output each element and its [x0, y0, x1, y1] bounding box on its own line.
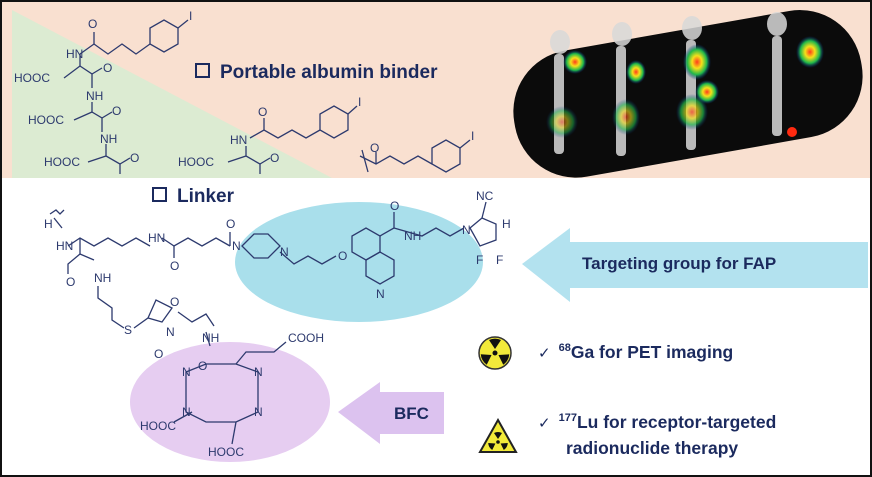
albumin-binder-heading: Portable albumin binder — [195, 62, 437, 84]
svg-text:S: S — [124, 323, 132, 337]
svg-text:HOOC: HOOC — [14, 71, 50, 85]
svg-text:HOOC: HOOC — [208, 445, 244, 459]
svg-text:O: O — [170, 259, 179, 273]
svg-text:NH: NH — [86, 89, 103, 103]
svg-text:N: N — [166, 325, 175, 339]
bfc-ellipse — [130, 342, 330, 462]
molecule-structure: H HN HN O NH O O N N O N O NH N NC H F F… — [44, 189, 511, 459]
svg-text:O: O — [112, 104, 121, 118]
svg-text:I: I — [358, 95, 361, 109]
targeting-arrow — [522, 228, 868, 302]
svg-text:O: O — [154, 347, 163, 361]
check-icon: ✓ — [538, 415, 551, 432]
svg-text:O: O — [370, 141, 379, 155]
checkbox-square-icon — [195, 63, 210, 78]
svg-text:F: F — [476, 253, 483, 267]
svg-text:HOOC: HOOC — [140, 419, 176, 433]
svg-text:I: I — [471, 129, 474, 143]
linker-heading: Linker — [152, 186, 234, 208]
svg-text:F: F — [496, 253, 503, 267]
svg-text:O: O — [390, 199, 399, 213]
checkbox-square-icon — [152, 187, 167, 202]
albumin-binder-structures: O I HN HOOC O NH HOOC O NH HOOC O O I HN… — [14, 9, 474, 174]
svg-text:O: O — [66, 275, 75, 289]
svg-text:O: O — [130, 151, 139, 165]
svg-text:O: O — [88, 17, 97, 31]
svg-text:I: I — [189, 9, 192, 23]
svg-text:HN: HN — [56, 239, 73, 253]
application-radionuclide-therapy: ✓177Lu for receptor-targeted — [538, 412, 777, 432]
bfc-arrow — [338, 382, 444, 444]
svg-text:HN: HN — [66, 47, 83, 61]
bfc-label: BFC — [394, 404, 429, 423]
svg-text:N: N — [182, 405, 191, 419]
svg-text:N: N — [376, 287, 385, 301]
targeting-group-ellipse — [235, 202, 483, 322]
svg-text:NH: NH — [202, 331, 219, 345]
svg-text:O: O — [338, 249, 347, 263]
svg-text:HOOC: HOOC — [44, 155, 80, 169]
svg-text:O: O — [270, 151, 279, 165]
check-icon: ✓ — [538, 345, 551, 362]
svg-text:O: O — [170, 295, 179, 309]
svg-text:H: H — [44, 217, 53, 231]
svg-text:O: O — [103, 61, 112, 75]
svg-text:HOOC: HOOC — [178, 155, 214, 169]
svg-text:O: O — [226, 217, 235, 231]
svg-text:O: O — [258, 105, 267, 119]
svg-text:NH: NH — [404, 229, 421, 243]
application-radionuclide-therapy-line2: radionuclide therapy — [566, 438, 739, 458]
svg-text:H: H — [502, 217, 511, 231]
svg-text:HN: HN — [148, 231, 165, 245]
svg-text:HOOC: HOOC — [28, 113, 64, 127]
svg-text:NC: NC — [476, 189, 494, 203]
application-pet-imaging: ✓68Ga for PET imaging — [538, 342, 734, 362]
pet-images-panel — [513, 10, 863, 178]
svg-text:N: N — [462, 223, 471, 237]
svg-text:N: N — [232, 239, 241, 253]
svg-text:N: N — [254, 405, 263, 419]
svg-text:N: N — [182, 365, 191, 379]
svg-text:N: N — [280, 245, 289, 259]
targeting-group-label: Targeting group for FAP — [582, 254, 777, 273]
radiation-triangle-icon — [478, 418, 518, 453]
svg-text:NH: NH — [94, 271, 111, 285]
radiation-circle-icon — [478, 336, 512, 370]
svg-text:COOH: COOH — [288, 331, 324, 345]
svg-text:HN: HN — [230, 133, 247, 147]
svg-text:O: O — [198, 359, 207, 373]
svg-text:N: N — [254, 365, 263, 379]
svg-text:NH: NH — [100, 132, 117, 146]
